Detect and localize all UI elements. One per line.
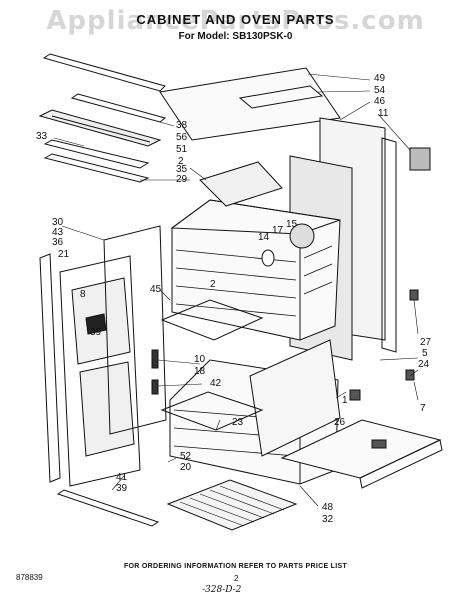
upper-oven-cavity xyxy=(170,199,341,341)
top-cover-panel xyxy=(159,67,341,141)
callout-45: 45 xyxy=(150,284,162,295)
callout-51: 51 xyxy=(176,144,188,155)
catalog-code: 878839 xyxy=(16,573,43,582)
callout-30: 30 xyxy=(52,217,64,228)
callout-23: 23 xyxy=(232,417,244,428)
callout-52: 52 xyxy=(180,451,192,462)
callout-41: 41 xyxy=(116,472,128,483)
callout-11: 11 xyxy=(378,108,389,119)
callout-2a: 2 xyxy=(178,156,184,167)
callout-54: 54 xyxy=(374,85,386,96)
callout-10: 10 xyxy=(194,354,206,365)
trim-bars xyxy=(43,139,150,183)
callout-33: 33 xyxy=(36,131,48,142)
callout-43: 43 xyxy=(52,227,64,238)
callout-29: 29 xyxy=(176,174,188,185)
callout-46: 46 xyxy=(374,96,386,107)
rear-channel xyxy=(381,137,397,353)
handwritten-code: -328-D-2 xyxy=(202,585,242,595)
callout-35: 35 xyxy=(176,164,188,175)
top-trim-strip xyxy=(42,53,167,123)
callout-1: 1 xyxy=(342,395,348,406)
callout-48: 48 xyxy=(322,502,334,513)
diagram-title: CABINET AND OVEN PARTS xyxy=(136,12,335,27)
callout-49: 49 xyxy=(374,73,386,84)
vent-channel xyxy=(38,109,162,147)
callout-27: 27 xyxy=(420,337,432,348)
callout-42: 42 xyxy=(210,378,222,389)
callout-17: 17 xyxy=(272,225,284,236)
inner-door-panel xyxy=(103,225,167,435)
ordering-note: FOR ORDERING INFORMATION REFER TO PARTS … xyxy=(123,563,348,570)
leader-lines xyxy=(53,73,419,507)
bottom-panel xyxy=(359,439,443,489)
door-frame xyxy=(59,255,141,487)
callout-14: 14 xyxy=(258,232,270,243)
lower-oven-rack xyxy=(160,391,264,431)
callout-15: 15 xyxy=(286,219,298,230)
callout-21: 21 xyxy=(58,249,70,260)
callout-2b: 2 xyxy=(210,279,216,290)
callout-56: 56 xyxy=(176,132,188,143)
callout-5: 5 xyxy=(422,348,428,359)
model-line: For Model: SB130PSK-0 xyxy=(178,31,293,42)
callout-26: 26 xyxy=(334,417,346,428)
broiler-rack xyxy=(166,479,298,531)
vent-duct xyxy=(199,161,283,207)
callout-18: 18 xyxy=(194,366,206,377)
lower-door-panel xyxy=(249,339,341,457)
callout-20: 20 xyxy=(180,462,192,473)
callout-39-lower: 39 xyxy=(116,483,128,494)
upper-oven-rack xyxy=(160,299,264,341)
callout-24: 24 xyxy=(418,359,430,370)
hinge-parts xyxy=(151,289,419,401)
callout-36: 36 xyxy=(52,237,64,248)
door-side-trim xyxy=(39,253,61,483)
callout-32: 32 xyxy=(322,514,334,525)
bottom-trim xyxy=(56,489,160,527)
callout-39-upper: 39 xyxy=(90,327,102,338)
page-number: 2 xyxy=(234,574,239,583)
electrical-box xyxy=(409,147,431,171)
oven-lamp xyxy=(261,249,275,267)
callout-8: 8 xyxy=(80,289,86,300)
callout-7: 7 xyxy=(420,403,426,414)
callout-38: 38 xyxy=(176,120,188,131)
